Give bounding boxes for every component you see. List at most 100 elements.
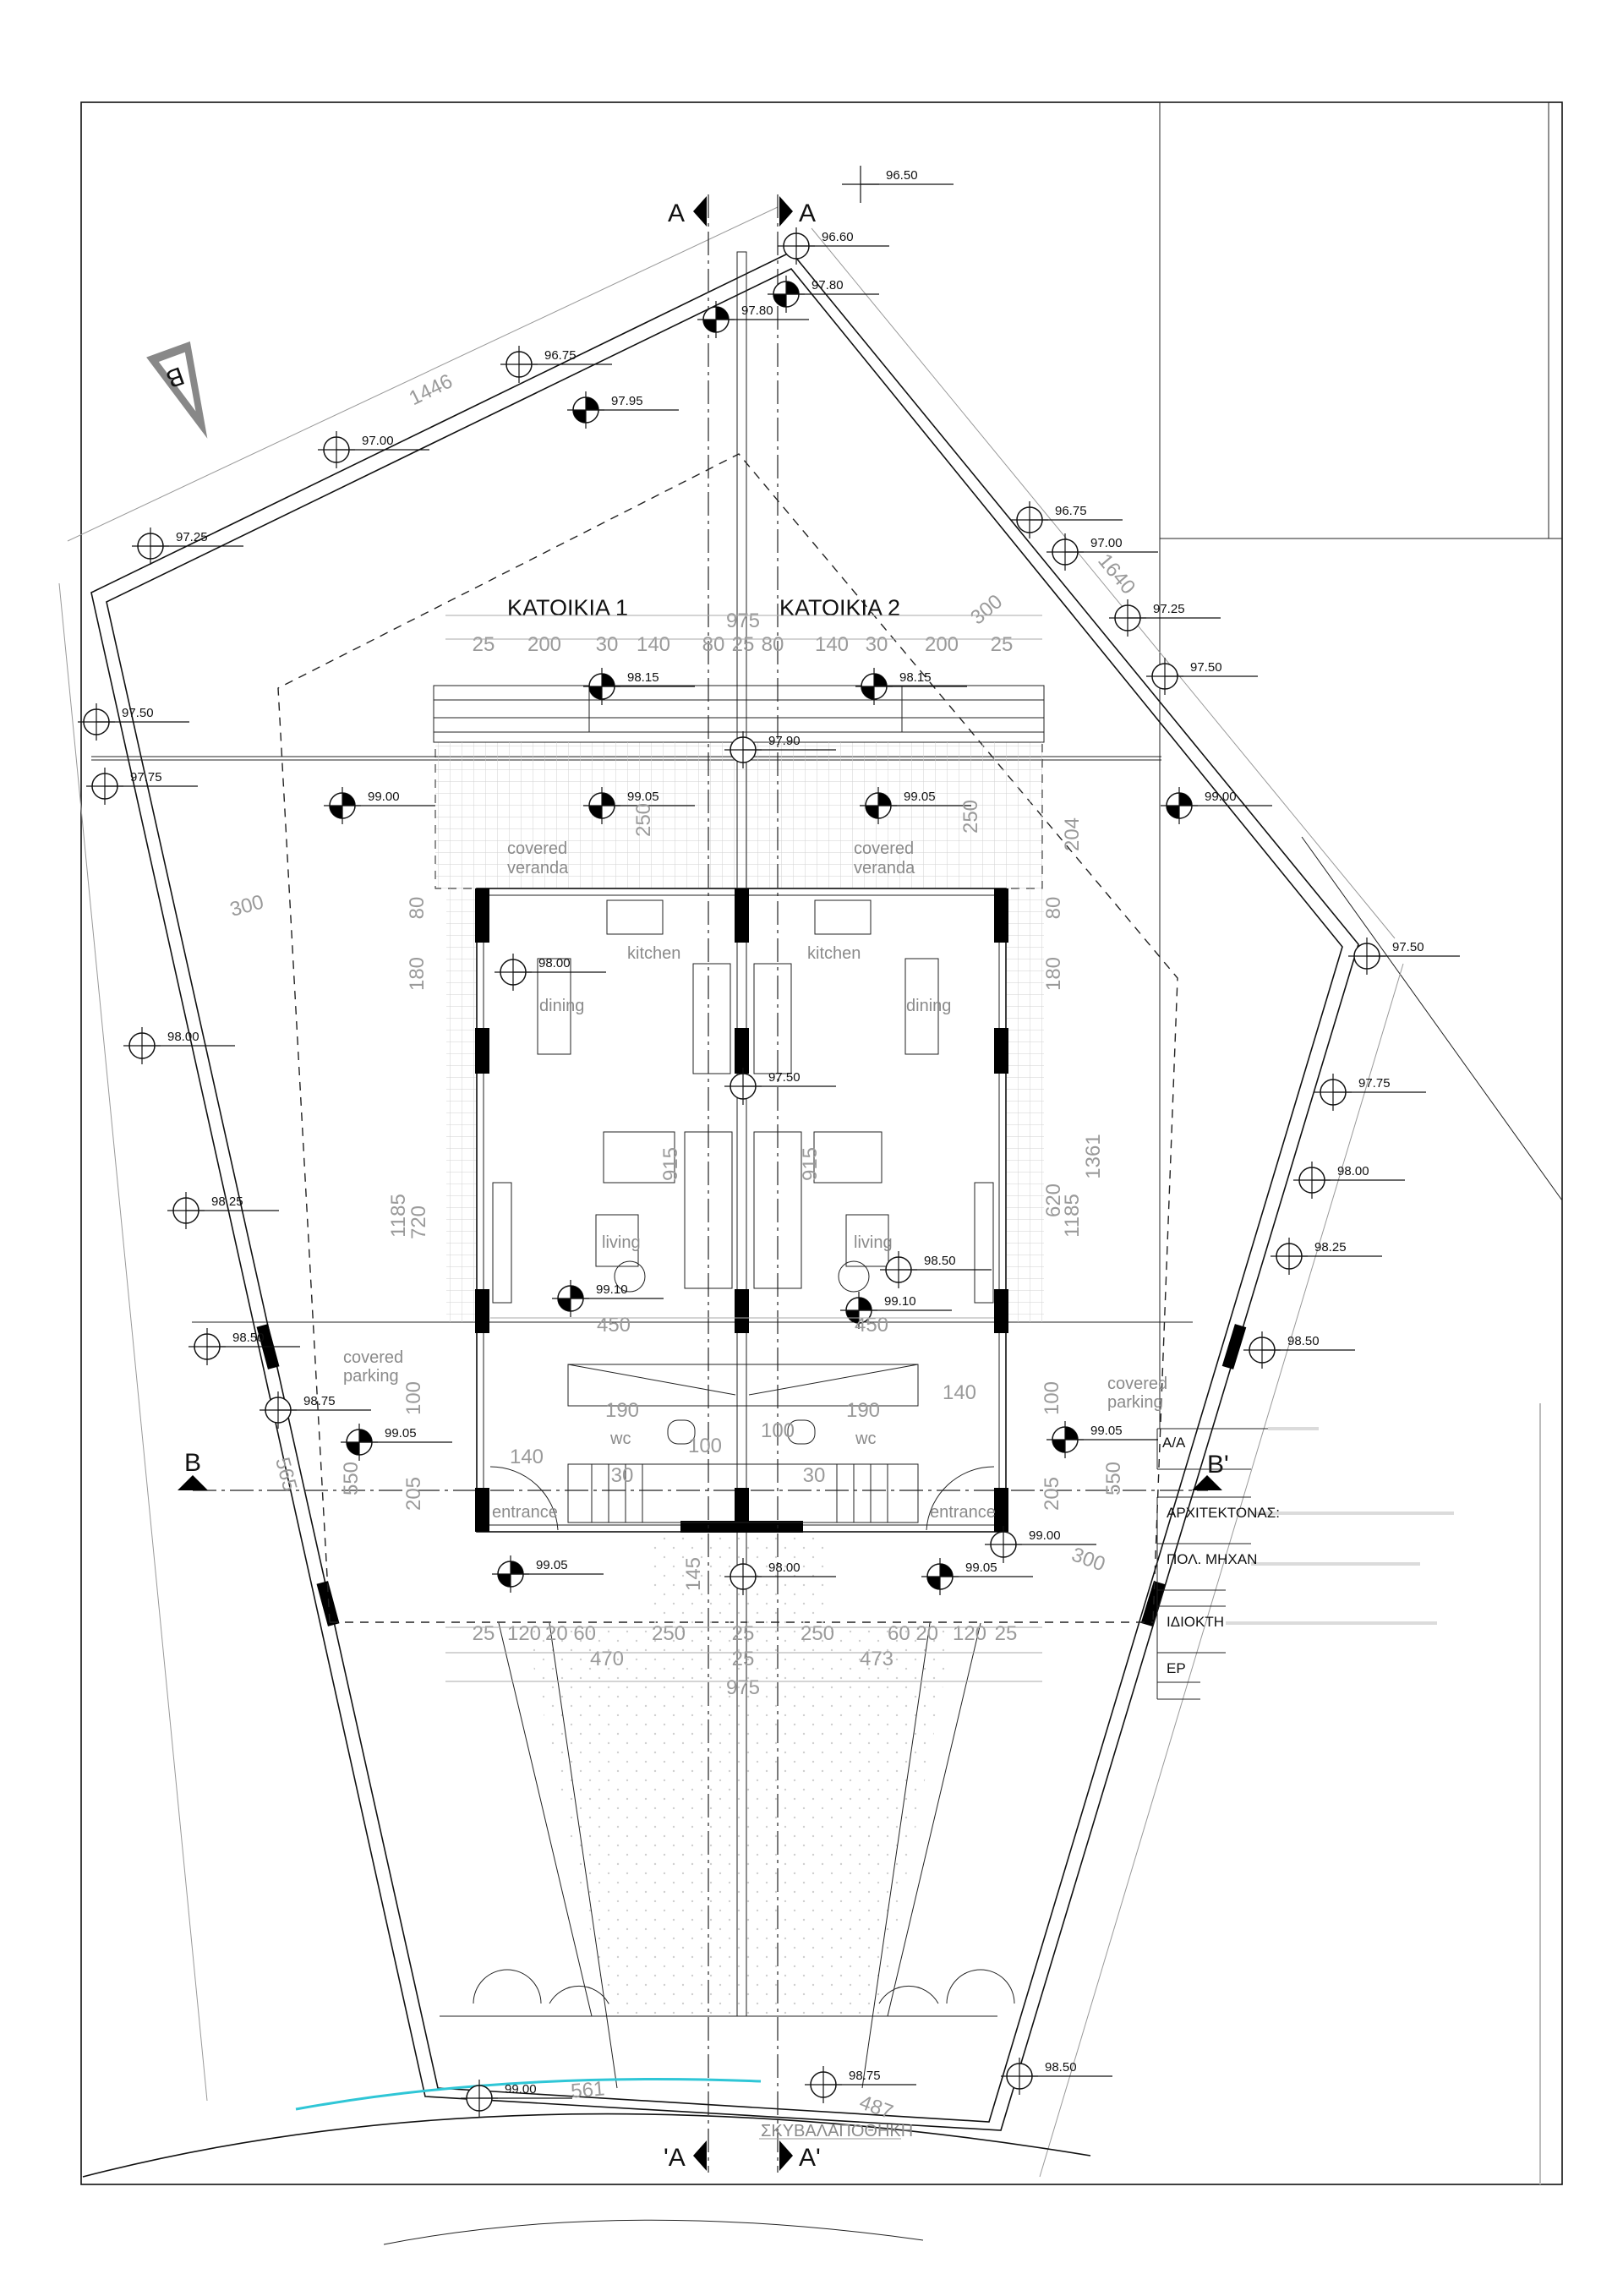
dimension-label: 200 — [925, 633, 959, 656]
room-label-wc-1: wc — [609, 1430, 631, 1448]
title-block: Α/Α ΑΡΧΙΤΕΚΤΟΝΑΣ: ΠΟΛ. ΜΗΧΑΝ ΙΔΙΟΚΤΗ ΕΡ — [1156, 1427, 1454, 1700]
room-label-covered-parking-1a: covered — [343, 1348, 403, 1367]
level-marker: 99.00 — [985, 1526, 1096, 1563]
dimension-label: 140 — [943, 1381, 976, 1404]
house-2-label: ΚΑΤΟΙΚΙΑ 2 — [779, 595, 900, 620]
room-label-kitchen-2: kitchen — [807, 944, 861, 963]
level-marker: 98.15 — [855, 668, 967, 705]
section-arrow-a-top-right — [779, 196, 793, 227]
level-value: 97.80 — [812, 278, 844, 292]
dimension-label: 25 — [473, 633, 495, 656]
level-marker: 98.50 — [189, 1328, 300, 1365]
level-value: 98.75 — [303, 1394, 336, 1408]
dimension-label: 565 — [270, 1455, 301, 1494]
section-arrow-b-left — [178, 1475, 208, 1490]
level-marker: 98.25 — [167, 1192, 279, 1229]
level-value: 98.50 — [232, 1331, 265, 1345]
dimension-label: 620 — [1042, 1184, 1065, 1217]
room-label-entrance-2: entrance — [930, 1503, 996, 1522]
level-value: 99.00 — [368, 790, 400, 804]
level-marker: 99.05 — [492, 1555, 604, 1593]
dimension-label: 100 — [402, 1381, 425, 1415]
level-marker: 97.80 — [768, 276, 879, 313]
level-marker: 97.50 — [724, 1068, 836, 1105]
level-value: 97.50 — [1392, 940, 1424, 954]
section-arrow-a-bottom-left — [693, 2140, 707, 2171]
dimension-label: 140 — [510, 1446, 544, 1468]
dimension-label: 30 — [803, 1464, 826, 1487]
title-block-engineer: ΠΟΛ. ΜΗΧΑΝ — [1167, 1551, 1257, 1567]
benchmark-icon — [567, 391, 604, 429]
room-label-living-2: living — [854, 1233, 893, 1252]
dimension-label: 205 — [402, 1477, 425, 1511]
furniture — [489, 899, 995, 1531]
room-label-veranda-2: veranda — [854, 859, 915, 877]
dimension-label: 300 — [966, 590, 1007, 629]
dimension-label: 100 — [1041, 1381, 1063, 1415]
level-value: 99.10 — [596, 1282, 628, 1297]
room-label-dining-1: dining — [539, 997, 584, 1015]
dimension-label: 1640 — [1093, 549, 1139, 599]
level-marker: 97.50 — [1348, 938, 1460, 975]
level-value: 97.50 — [122, 706, 154, 720]
level-marker: 97.75 — [86, 768, 198, 805]
room-label-refuse-store: ΣΚΥΒΑΛΑΠΟΘΗΚΗ — [761, 2122, 913, 2140]
level-marker: 97.75 — [1314, 1074, 1426, 1111]
title-block-project: ΕΡ — [1167, 1660, 1186, 1676]
level-marker: 99.05 — [860, 787, 971, 824]
dimension-label: 25 — [473, 1622, 495, 1645]
level-value: 98.75 — [849, 2069, 881, 2083]
level-marker: 99.10 — [552, 1280, 664, 1317]
level-marker: 98.50 — [880, 1251, 992, 1288]
room-label-entrance-1: entrance — [492, 1503, 558, 1522]
section-label-b-left: B — [184, 1449, 201, 1477]
dimension-label: 975 — [726, 610, 760, 632]
level-value: 97.90 — [768, 734, 801, 748]
dimension-label: 450 — [855, 1314, 888, 1337]
dimension-label: 250 — [652, 1622, 686, 1645]
level-marker: 98.15 — [583, 668, 695, 705]
room-labels: covered veranda covered veranda kitchen … — [343, 839, 1167, 2140]
level-value: 98.25 — [211, 1194, 243, 1209]
room-label-covered-parking-1b: parking — [343, 1367, 399, 1386]
level-marker: 98.50 — [1001, 2058, 1112, 2095]
section-axes — [708, 194, 779, 2173]
level-marker: 98.00 — [495, 954, 606, 991]
dimension-label: 30 — [596, 633, 619, 656]
level-value: 99.05 — [385, 1426, 417, 1440]
level-marker: 99.00 — [461, 2080, 572, 2117]
dimension-label: 60 20 — [888, 1622, 938, 1645]
dimension-label: 915 — [799, 1147, 822, 1181]
dimension-label: 1361 — [1082, 1134, 1105, 1178]
title-block-aa: Α/Α — [1162, 1435, 1186, 1451]
level-value: 97.50 — [1190, 660, 1222, 675]
room-label-kitchen-1: kitchen — [627, 944, 680, 963]
level-value: 98.50 — [1287, 1334, 1320, 1348]
dimension-label: 25 — [732, 633, 755, 656]
level-value: 97.25 — [176, 530, 208, 544]
level-value: 96.75 — [544, 348, 577, 363]
level-marker: 99.05 — [341, 1424, 452, 1461]
level-marker: 99.05 — [921, 1558, 1033, 1595]
level-marker: 97.25 — [132, 528, 243, 565]
dimension-label: 100 — [761, 1419, 795, 1442]
level-marker: 99.00 — [324, 787, 435, 824]
level-value: 98.50 — [924, 1254, 956, 1268]
level-value: 97.25 — [1153, 602, 1185, 616]
dimension-label: 487 — [856, 2091, 896, 2124]
dimension-label: 120 — [507, 1622, 541, 1645]
level-value: 97.50 — [768, 1070, 801, 1085]
dimension-label: 1185 — [1061, 1194, 1084, 1238]
section-label-a-bottom-right: A' — [799, 2144, 821, 2172]
level-value: 97.00 — [362, 434, 394, 448]
level-marker: 98.25 — [1271, 1238, 1382, 1275]
dimension-label: 200 — [527, 633, 561, 656]
room-label-wc-2: wc — [855, 1430, 876, 1448]
dimension-label: 250 — [959, 800, 982, 834]
level-value: 97.75 — [1358, 1076, 1391, 1091]
level-value: 97.00 — [1090, 536, 1123, 550]
level-markers: 96.5096.6097.8097.8096.7597.9597.0097.25… — [78, 166, 1460, 2117]
dimension-label: 204 — [1061, 817, 1084, 851]
